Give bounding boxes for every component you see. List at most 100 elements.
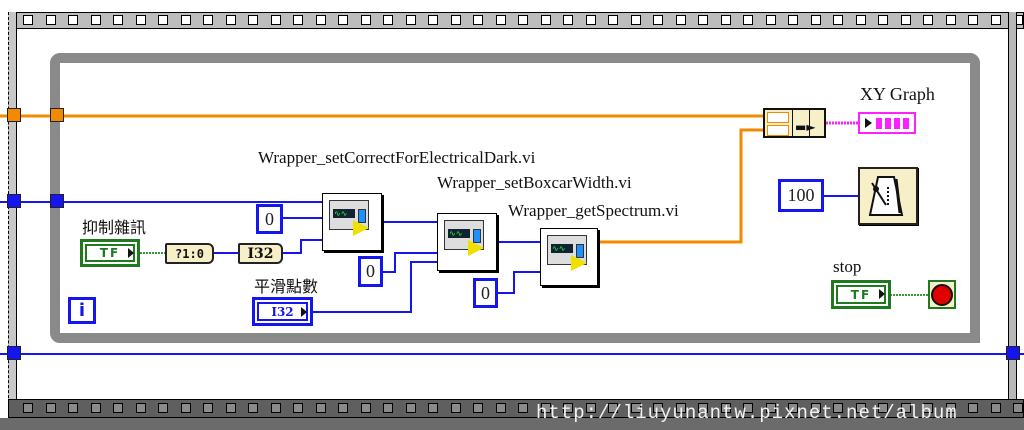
film-strip-hole bbox=[113, 403, 123, 413]
to-i32-function[interactable]: I32 bbox=[238, 243, 283, 264]
film-strip-hole bbox=[810, 15, 821, 25]
bundle-function[interactable]: ▬► bbox=[763, 108, 826, 138]
film-strip-hole bbox=[833, 403, 843, 413]
film-strip-hole bbox=[90, 15, 101, 25]
film-strip-hole bbox=[158, 15, 168, 25]
film-strip-hole bbox=[473, 15, 483, 25]
stop-control[interactable]: TF bbox=[831, 280, 891, 309]
numeric-constant-3[interactable]: 0 bbox=[473, 278, 498, 308]
input-arrow-icon bbox=[865, 118, 872, 128]
film-strip-hole bbox=[360, 15, 371, 25]
xy-graph-terminal[interactable] bbox=[858, 112, 916, 134]
film-strip-hole bbox=[923, 15, 933, 25]
film-strip-hole bbox=[743, 15, 753, 25]
film-strip-hole bbox=[585, 403, 596, 413]
film-strip-hole bbox=[698, 15, 708, 25]
film-strip-hole bbox=[518, 403, 528, 413]
film-strip-hole bbox=[270, 15, 281, 25]
film-strip-hole bbox=[788, 15, 798, 25]
sequence-tunnel-right-bottom[interactable] bbox=[1006, 346, 1020, 360]
film-strip-hole bbox=[788, 403, 798, 413]
film-strip-hole bbox=[765, 15, 776, 25]
loop-tunnel-device[interactable] bbox=[50, 194, 64, 208]
amplifier-icon bbox=[468, 240, 484, 256]
film-strip-hole bbox=[923, 403, 933, 413]
film-strip-hole bbox=[608, 403, 618, 413]
amplifier-icon bbox=[571, 255, 587, 271]
film-strip-hole bbox=[405, 403, 416, 413]
wire-smoothing bbox=[313, 261, 437, 313]
film-strip-hole bbox=[315, 403, 326, 413]
numeric-constant-2[interactable]: 0 bbox=[358, 256, 383, 287]
bundle-input-2 bbox=[767, 125, 789, 136]
film-strip-hole bbox=[540, 403, 551, 413]
bool-type-text: TF bbox=[99, 246, 121, 260]
subvi-get-spectrum[interactable]: ∿∿ bbox=[540, 228, 598, 286]
sequence-frame-left-border bbox=[8, 12, 17, 418]
film-strip-hole bbox=[203, 403, 213, 413]
wire-spectrum bbox=[597, 128, 765, 244]
iteration-terminal[interactable]: i bbox=[68, 297, 96, 324]
film-strip-hole bbox=[293, 403, 303, 413]
film-strip-hole bbox=[158, 403, 168, 413]
bool-to-int-function[interactable]: ?1:0 bbox=[165, 243, 214, 264]
bool-type-text: TF bbox=[850, 287, 872, 302]
film-strip-hole bbox=[698, 403, 708, 413]
film-strip-hole bbox=[315, 15, 326, 25]
subvi-2-label: Wrapper_setBoxcarWidth.vi bbox=[437, 173, 632, 192]
film-strip-hole bbox=[45, 403, 56, 413]
sequence-frame-right-border bbox=[1008, 12, 1017, 404]
film-strip-hole bbox=[653, 403, 663, 413]
sequence-tunnel-left-bottom[interactable] bbox=[7, 346, 21, 360]
film-strip-hole bbox=[563, 15, 573, 25]
wait-ms-constant[interactable]: 100 bbox=[778, 179, 824, 212]
film-strip-hole bbox=[945, 15, 956, 25]
bundle-input-1 bbox=[767, 112, 789, 123]
stop-sign-icon bbox=[931, 283, 953, 306]
film-strip-hole bbox=[383, 403, 393, 413]
subvi-set-correct-electrical-dark[interactable]: ∿∿ bbox=[322, 193, 382, 251]
film-strip-hole bbox=[450, 403, 461, 413]
film-strip-hole bbox=[630, 403, 641, 413]
smoothing-points-control[interactable]: I32 bbox=[252, 297, 313, 326]
film-strip-hole bbox=[878, 15, 888, 25]
film-strip-hole bbox=[203, 15, 213, 25]
numeric-constant-1[interactable]: 0 bbox=[256, 204, 283, 234]
film-strip-hole bbox=[630, 15, 641, 25]
wait-ms-function[interactable] bbox=[858, 167, 918, 225]
film-strip-hole bbox=[518, 15, 528, 25]
loop-tunnel-cluster[interactable] bbox=[50, 108, 64, 122]
film-strip-hole bbox=[45, 15, 56, 25]
bottom-band bbox=[0, 418, 1024, 430]
film-strip-hole bbox=[450, 15, 461, 25]
i32-type-text: I32 bbox=[271, 304, 294, 319]
film-strip-hole bbox=[428, 403, 438, 413]
bundle-arrow-icon: ▬► bbox=[795, 120, 816, 134]
film-strip-hole bbox=[833, 15, 843, 25]
subvi-set-boxcar-width[interactable]: ∿∿ bbox=[437, 213, 497, 271]
film-strip-hole bbox=[878, 403, 888, 413]
film-strip-hole bbox=[180, 15, 191, 25]
film-strip-hole bbox=[23, 403, 33, 413]
film-strip-hole bbox=[968, 15, 978, 25]
film-strip-hole bbox=[765, 403, 776, 413]
amplifier-icon bbox=[353, 220, 369, 236]
film-strip-hole bbox=[360, 403, 371, 413]
film-strip-hole bbox=[900, 15, 911, 25]
film-strip-hole bbox=[855, 15, 866, 25]
film-strip-hole bbox=[68, 403, 78, 413]
film-strip-hole bbox=[225, 403, 236, 413]
film-strip-hole bbox=[113, 15, 123, 25]
film-strip-hole bbox=[495, 15, 506, 25]
sequence-tunnel-cluster[interactable] bbox=[7, 108, 21, 122]
noise-suppression-control[interactable]: TF bbox=[80, 239, 140, 267]
film-strip-hole bbox=[855, 403, 866, 413]
film-strip-hole bbox=[563, 403, 573, 413]
film-strip-hole bbox=[810, 403, 821, 413]
loop-condition-terminal[interactable] bbox=[928, 280, 956, 309]
sequence-tunnel-device[interactable] bbox=[7, 194, 21, 208]
subvi-3-label: Wrapper_getSpectrum.vi bbox=[508, 201, 679, 220]
film-strip-hole bbox=[900, 403, 911, 413]
film-strip-hole bbox=[405, 15, 416, 25]
